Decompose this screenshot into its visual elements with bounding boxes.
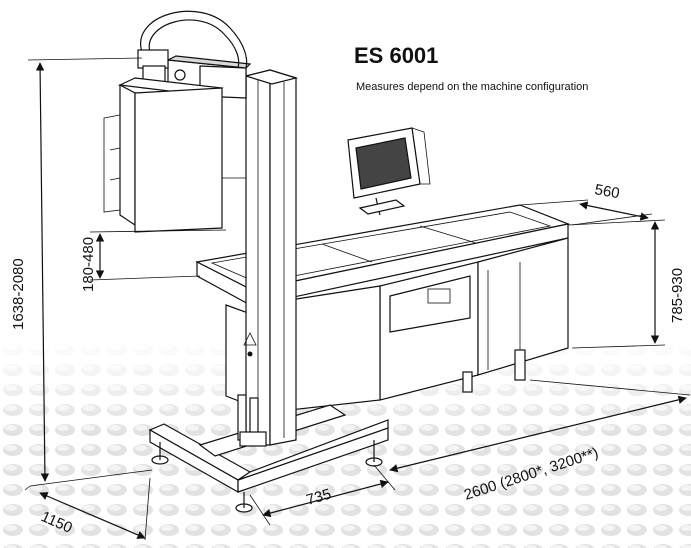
dim-total-height: 1638-2080: [10, 258, 27, 330]
product-title: ES 6001: [354, 43, 438, 68]
configuration-note: Measures depend on the machine configura…: [356, 81, 588, 93]
machine-column: [103, 10, 299, 447]
monitor: [347, 127, 431, 216]
dim-base-front: 735: [304, 486, 333, 509]
dim-head-clearance: 180-480: [80, 237, 97, 292]
dim-depth: 560: [593, 181, 621, 202]
dim-table-height: 785-930: [669, 268, 686, 323]
warning-triangle-icon: [243, 332, 257, 357]
dimension-lines: [24, 57, 691, 541]
